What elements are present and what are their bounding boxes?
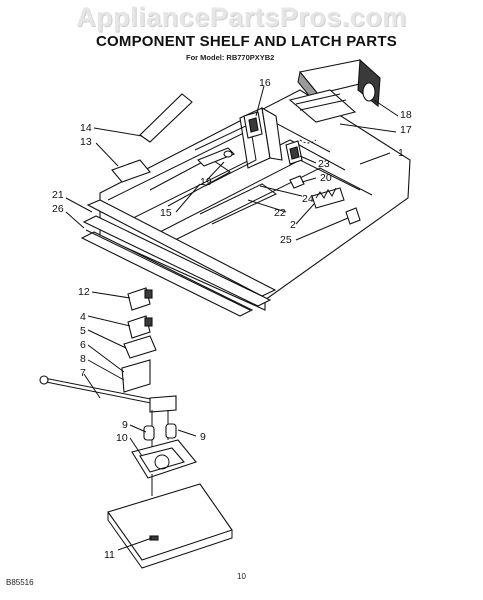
right-small-parts bbox=[199, 175, 361, 225]
callout-1: 1 bbox=[398, 147, 404, 159]
callout-16: 16 bbox=[259, 77, 271, 89]
callout-10: 10 bbox=[116, 432, 128, 444]
bracket-parts bbox=[243, 111, 317, 165]
left-shelf-pieces bbox=[111, 93, 235, 207]
callout-12: 12 bbox=[78, 286, 90, 298]
callout-11: 11 bbox=[104, 549, 115, 561]
callout-9-left: 9 bbox=[122, 419, 128, 431]
tube-assembly bbox=[288, 58, 381, 123]
callout-labels: 14 13 15 16 17 18 19 1 23 20 24 22 2 25 … bbox=[52, 77, 412, 561]
front-rail bbox=[80, 199, 277, 317]
callout-18: 18 bbox=[400, 109, 412, 121]
callout-15: 15 bbox=[160, 207, 172, 219]
callout-6: 6 bbox=[80, 339, 86, 351]
callout-2: 2 bbox=[290, 219, 296, 231]
callout-23: 23 bbox=[318, 158, 330, 170]
callout-17: 17 bbox=[400, 124, 412, 136]
callout-8: 8 bbox=[80, 353, 86, 365]
callout-14: 14 bbox=[80, 122, 92, 134]
page-title: COMPONENT SHELF AND LATCH PARTS bbox=[96, 33, 397, 50]
callout-9-right: 9 bbox=[200, 431, 206, 443]
callout-22: 22 bbox=[274, 207, 286, 219]
callout-26: 26 bbox=[52, 203, 64, 215]
callout-19: 19 bbox=[200, 176, 212, 188]
callout-20: 20 bbox=[320, 172, 332, 184]
page-number: 10 bbox=[237, 572, 246, 581]
callout-5: 5 bbox=[80, 325, 86, 337]
callout-24: 24 bbox=[302, 193, 314, 205]
callout-4: 4 bbox=[80, 311, 86, 323]
callout-21: 21 bbox=[52, 189, 64, 201]
callout-13: 13 bbox=[80, 136, 92, 148]
latch-assembly bbox=[39, 287, 177, 413]
callout-7: 7 bbox=[80, 367, 86, 379]
base-plate bbox=[107, 483, 233, 569]
callout-25: 25 bbox=[280, 234, 292, 246]
leader-lines bbox=[65, 85, 399, 551]
watermark-logo: AppliancePartsPros.com bbox=[76, 2, 407, 32]
roller-parts bbox=[131, 410, 197, 496]
diagram-code: B85516 bbox=[6, 578, 34, 587]
model-subtitle: For Model: RB770PXYB2 bbox=[186, 53, 275, 62]
